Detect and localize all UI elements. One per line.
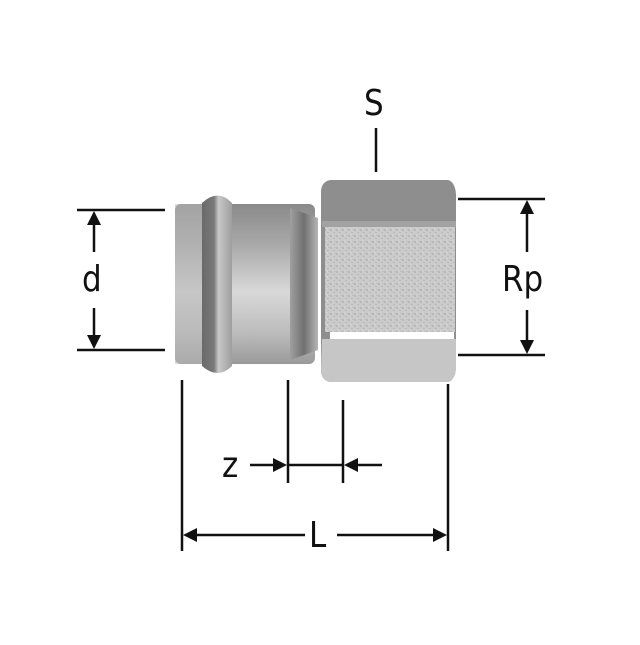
- arrow-down-icon: [87, 335, 101, 349]
- hex-nut-body: [321, 180, 456, 382]
- arrow-up-icon: [87, 211, 101, 225]
- label-z: z: [222, 445, 239, 486]
- label-l: L: [309, 515, 327, 556]
- press-end-body: [175, 195, 318, 373]
- label-d: d: [82, 259, 102, 300]
- arrow-down-icon: [520, 340, 534, 354]
- arrow-left-icon: [183, 528, 197, 542]
- arrow-left-icon: [344, 458, 358, 472]
- arrow-right-icon: [273, 458, 287, 472]
- arrowheads: [87, 200, 534, 542]
- label-s: S: [364, 83, 384, 124]
- arrow-up-icon: [520, 200, 534, 214]
- label-rp: Rp: [502, 259, 544, 300]
- arrow-right-icon: [433, 528, 447, 542]
